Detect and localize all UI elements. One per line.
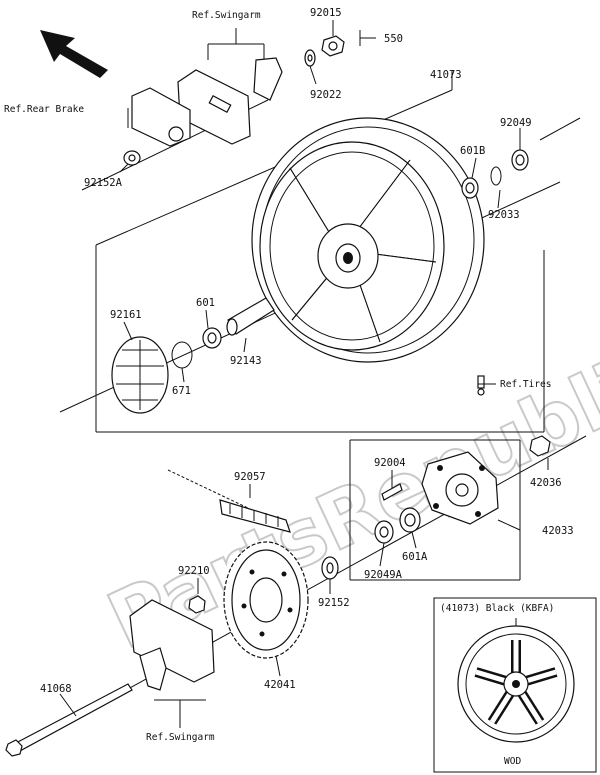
bearing-601B [461,177,479,199]
label-92022: 92022 [310,89,342,101]
label-92049: 92049 [500,117,532,129]
bearing-601A [399,507,421,533]
label-601A: 601A [402,551,428,563]
label-42036: 42036 [530,477,562,489]
label-42041: 42041 [264,679,296,691]
circlip-92033 [490,166,502,186]
seal-92049A [374,520,394,544]
bearing-601 [202,327,222,349]
nut-92015 [321,30,376,57]
collar-92152 [321,556,339,580]
label-92143: 92143 [230,355,262,367]
front-direction-arrow-icon [40,30,108,78]
label-92057: 92057 [234,471,266,483]
label-601B: 601B [460,145,485,157]
rear-wheel-41073 [251,117,485,363]
inset-code: WOD [504,756,521,767]
spacer-92143 [226,297,275,336]
label-92015: 92015 [310,7,342,19]
label-ref-tires: Ref.Tires [500,379,551,390]
swingarm-bracket-bottom [129,599,215,728]
label-92152: 92152 [318,597,350,609]
label-41073: 41073 [430,69,462,81]
label-671: 671 [172,385,191,397]
axle-41068 [5,683,133,757]
nut-42036 [529,435,551,457]
swingarm-bracket-top [177,28,283,145]
label-ref-swingarm-bottom: Ref.Swingarm [146,732,215,743]
tire-valve-icon [477,375,485,396]
coupling-42033 [421,451,499,525]
washer-92022 [304,49,316,67]
inset-title: (41073) Black (KBFA) [440,603,554,614]
damper-92161 [111,336,169,414]
label-92004: 92004 [374,457,406,469]
inset-panel [433,597,597,773]
seal-92049 [511,149,529,171]
label-41068: 41068 [40,683,72,695]
chain-92057 [167,469,291,533]
leader-lines [59,20,549,717]
label-92152A: 92152A [84,177,123,189]
label-ref-rear-brake: Ref.Rear Brake [4,104,84,115]
sprocket-42041 [223,541,309,659]
nut-92210 [188,595,206,614]
label-92210: 92210 [178,565,210,577]
collar-92152A [123,150,141,166]
label-ref-swingarm-top: Ref.Swingarm [192,10,261,21]
o-ring-671 [171,341,193,369]
label-92161: 92161 [110,309,142,321]
label-550: 550 [384,33,403,45]
stud-92004 [381,483,403,501]
label-92033: 92033 [488,209,520,221]
label-601: 601 [196,297,215,309]
label-92049A: 92049A [364,569,403,581]
label-42033: 42033 [542,525,574,537]
rear-brake-bracket [127,87,191,147]
